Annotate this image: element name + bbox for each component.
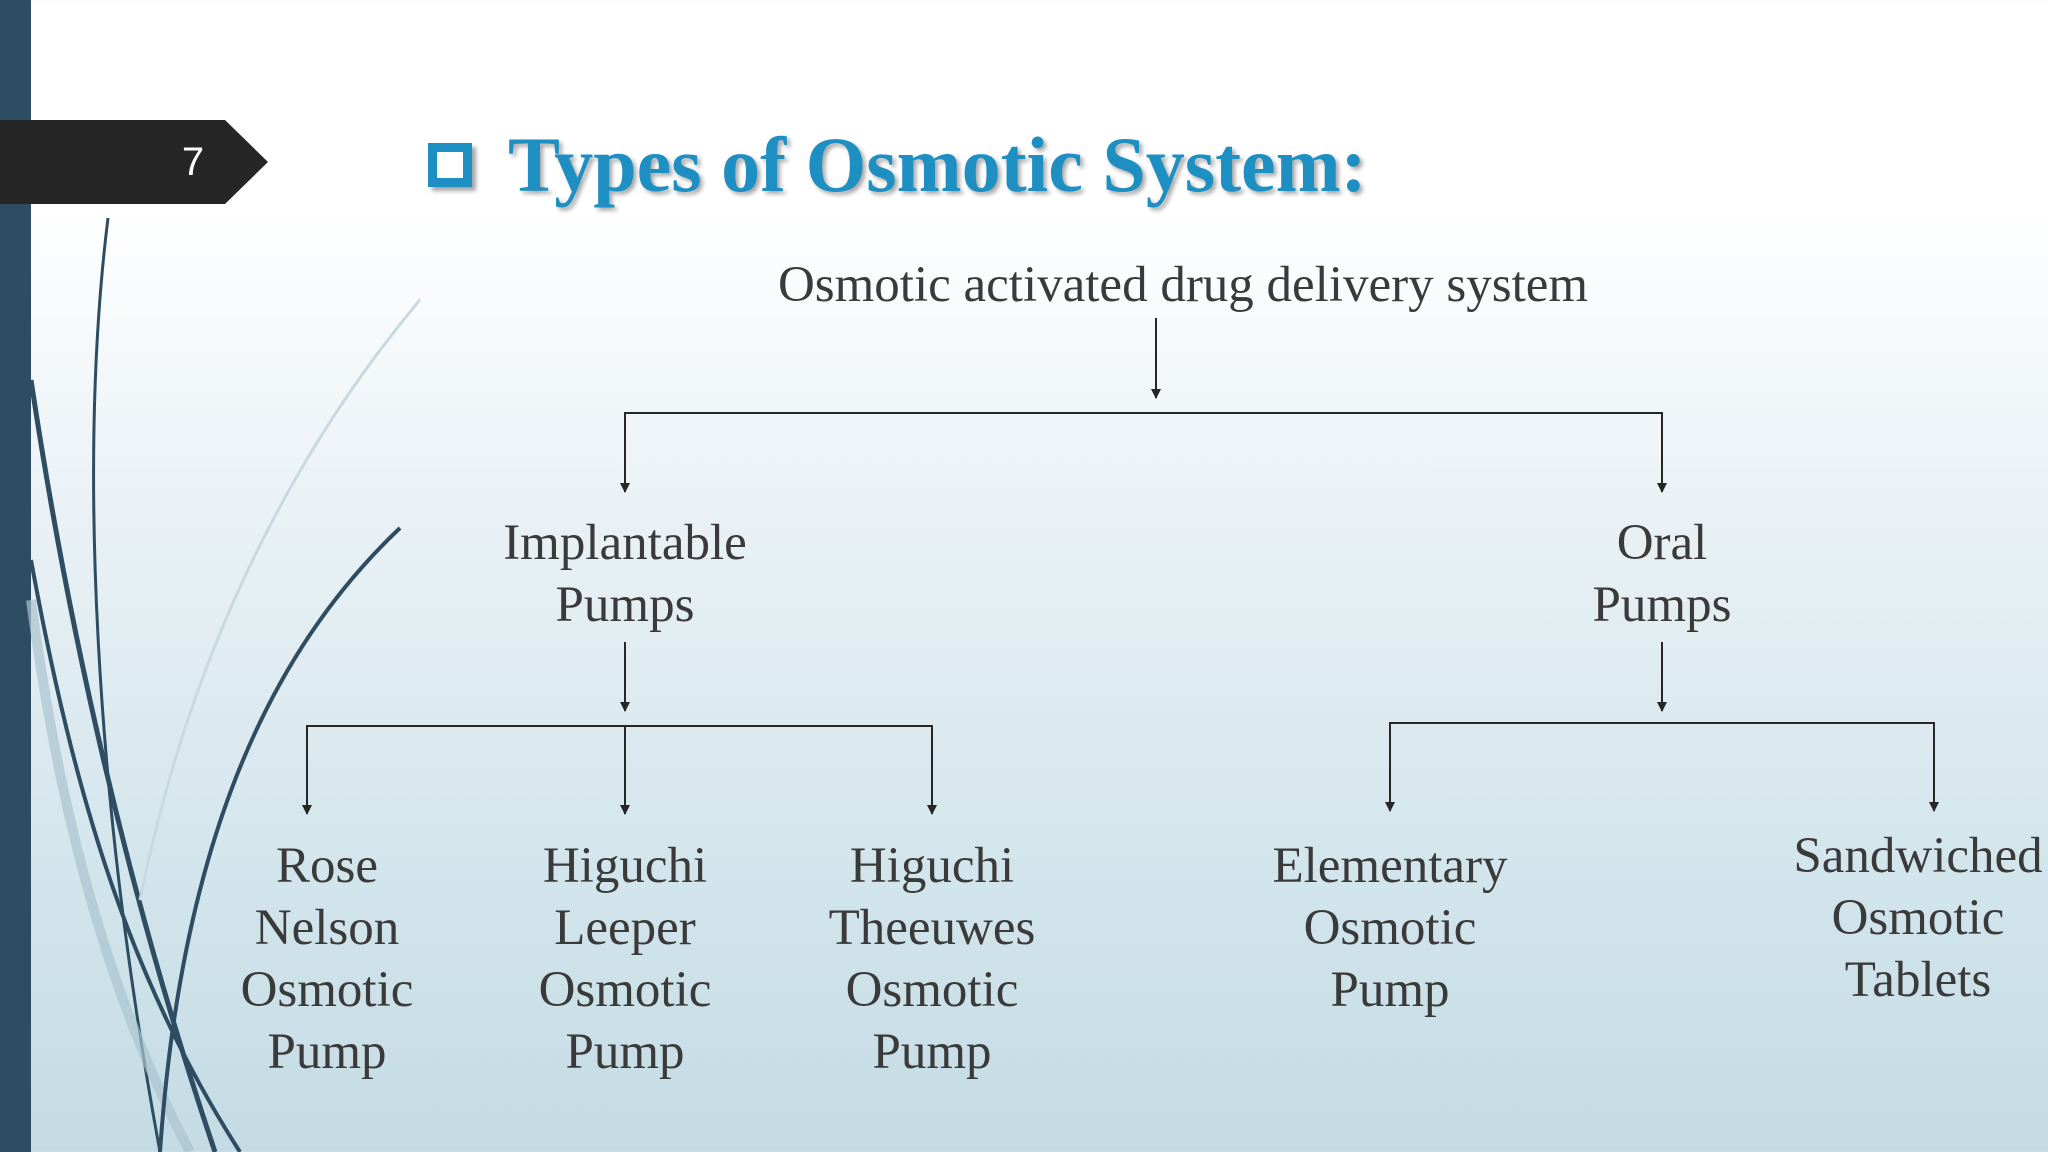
level1-bracket <box>624 412 1663 492</box>
root-node: Osmotic activated drug delivery system <box>777 257 1589 313</box>
node-line: Pumps <box>555 577 695 633</box>
node-sandwiched-osmotic-tablets: Sandwiched Osmotic Tablets <box>1773 825 2048 1011</box>
node-line: Higuchi <box>542 838 708 894</box>
node-higuchi-theeuwes-osmotic-pump: Higuchi Theeuwes Osmotic Pump <box>782 835 1082 1083</box>
node-line: Tablets <box>1844 952 1992 1008</box>
oral-bracket <box>1389 722 1935 811</box>
node-line: Osmotic <box>1303 900 1477 956</box>
node-line: Osmotic <box>538 962 712 1018</box>
slide-number-tab <box>0 120 268 204</box>
node-oral-pumps: Oral Pumps <box>1482 512 1842 636</box>
slide-number: 7 <box>181 140 205 184</box>
node-line: Pump <box>1330 962 1450 1018</box>
node-implantable-pumps: Implantable Pumps <box>445 512 805 636</box>
node-line: Oral <box>1616 515 1708 571</box>
node-line: Sandwiched <box>1793 828 2043 884</box>
checkbox-bullet-icon <box>428 143 472 187</box>
node-line: Higuchi <box>849 838 1015 894</box>
slide-title: Types of Osmotic System: <box>428 115 1367 215</box>
node-higuchi-leeper-osmotic-pump: Higuchi Leeper Osmotic Pump <box>485 835 765 1083</box>
node-rose-nelson-osmotic-pump: Rose Nelson Osmotic Pump <box>187 835 467 1083</box>
node-line: Leeper <box>554 900 696 956</box>
node-line: Osmotic <box>845 962 1019 1018</box>
decorative-swoosh <box>26 217 420 1152</box>
node-line: Osmotic <box>1831 890 2005 946</box>
node-line: Pump <box>565 1024 685 1080</box>
node-elementary-osmotic-pump: Elementary Osmotic Pump <box>1230 835 1550 1021</box>
slide-title-text: Types of Osmotic System: <box>508 121 1367 208</box>
node-line: Pump <box>872 1024 992 1080</box>
node-line: Nelson <box>254 900 400 956</box>
node-line: Osmotic <box>240 962 414 1018</box>
node-line: Pumps <box>1592 577 1732 633</box>
node-line: Implantable <box>503 515 747 571</box>
node-line: Elementary <box>1272 838 1508 894</box>
node-line: Pump <box>267 1024 387 1080</box>
implantable-bracket <box>306 725 933 814</box>
node-line: Theeuwes <box>828 900 1036 956</box>
node-line: Rose <box>276 838 378 894</box>
